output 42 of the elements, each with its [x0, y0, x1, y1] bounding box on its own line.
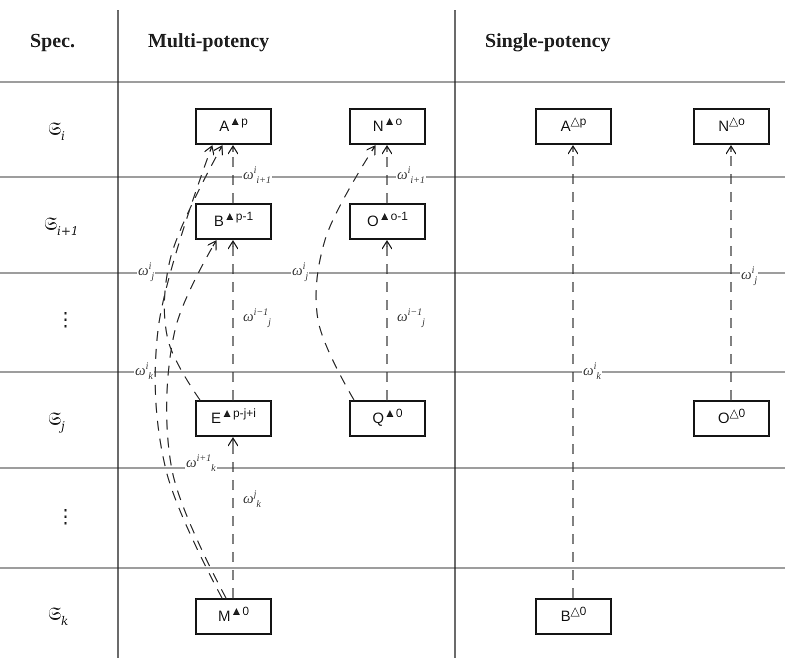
state-box — [195, 203, 272, 240]
row-label: 𝔖$_{j}$ — [48, 408, 65, 433]
state-name: O$^{△0}$ — [718, 410, 746, 427]
state-name: E$^{▲p-j+i}$ — [211, 410, 256, 427]
dashed-arrow — [227, 240, 239, 400]
dashed-arrow — [567, 145, 579, 598]
state-box — [195, 108, 272, 145]
state-name: M$^{▲0}$ — [218, 608, 250, 625]
dashed-arrow — [227, 437, 239, 598]
dashed-arrow — [227, 145, 239, 203]
state-name: N$^{△o}$ — [718, 118, 745, 135]
state-name: Q$^{▲0}$ — [372, 410, 403, 427]
dashed-arrow — [381, 145, 393, 203]
dashed-arrow — [154, 145, 223, 598]
state-name: B$^{▲p-1}$ — [214, 213, 254, 230]
state-box — [535, 598, 612, 635]
state-box — [349, 203, 426, 240]
state-box — [693, 108, 770, 145]
state-box — [693, 400, 770, 437]
state-name: B$^{△0}$ — [560, 608, 586, 625]
state-box — [195, 598, 272, 635]
dashed-arrow — [381, 240, 393, 400]
state-name: N$^{▲o}$ — [372, 118, 402, 135]
row-label: ⋮ — [56, 505, 75, 528]
row-label: 𝔖$_{i}$ — [48, 118, 65, 143]
state-box — [535, 108, 612, 145]
dashed-arrow — [315, 145, 376, 400]
state-box — [349, 400, 426, 437]
column-heading: Multi-potency — [148, 30, 270, 53]
state-box — [195, 400, 272, 437]
state-box — [349, 108, 426, 145]
column-heading: Spec. — [30, 30, 75, 53]
dashed-arrow — [164, 145, 224, 400]
dashed-arrow — [166, 240, 227, 598]
row-label: 𝔖$_{i+1}$ — [44, 213, 79, 238]
state-name: A$^{△p}$ — [560, 118, 586, 135]
row-label: ⋮ — [56, 308, 75, 331]
state-name: A$^{▲p}$ — [219, 118, 248, 135]
column-heading: Single-potency — [485, 30, 611, 53]
row-label: 𝔖$_{k}$ — [48, 603, 68, 628]
dashed-arrow — [725, 145, 737, 400]
state-name: O$^{▲o-1}$ — [367, 213, 408, 230]
